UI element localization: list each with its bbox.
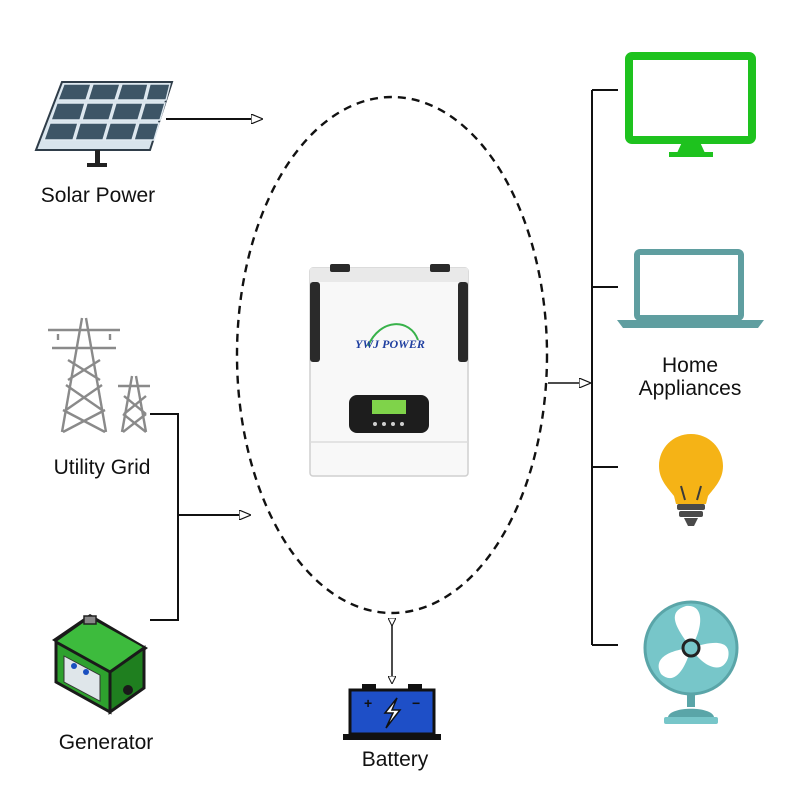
transmission-tower-icon bbox=[48, 317, 150, 434]
battery-label: Battery bbox=[362, 748, 429, 771]
output-distribution-bracket bbox=[591, 89, 618, 646]
inverter-button-3 bbox=[391, 422, 395, 426]
lightning-bolt-icon bbox=[383, 697, 402, 729]
battery-icon: + − bbox=[343, 684, 441, 740]
monitor-icon bbox=[625, 52, 756, 157]
inverter-button-4 bbox=[400, 422, 404, 426]
inverter-button-2 bbox=[382, 422, 386, 426]
inverter-boundary-ellipse bbox=[235, 95, 549, 615]
home-appliances-label-line2: Appliances bbox=[639, 377, 742, 400]
utility-grid-label: Utility Grid bbox=[54, 456, 151, 479]
generator-icon bbox=[52, 614, 148, 715]
generator-label: Generator bbox=[59, 731, 154, 754]
light-bulb-icon bbox=[659, 434, 723, 526]
source-merge-bracket bbox=[150, 413, 179, 621]
solar-power-label: Solar Power bbox=[41, 184, 155, 207]
battery-plus-symbol: + bbox=[364, 695, 372, 711]
solar-panel-icon bbox=[34, 81, 174, 167]
battery-minus-symbol: − bbox=[412, 695, 420, 711]
inverter-button-1 bbox=[373, 422, 377, 426]
inverter-unit: YWJ POWER bbox=[309, 264, 469, 477]
home-appliances-label-line1: Home bbox=[662, 354, 718, 377]
inverter-lcd-screen bbox=[372, 400, 406, 414]
inverter-brand-logo: YWJ POWER bbox=[355, 337, 425, 351]
fan-icon bbox=[643, 600, 739, 724]
laptop-icon bbox=[617, 249, 764, 328]
